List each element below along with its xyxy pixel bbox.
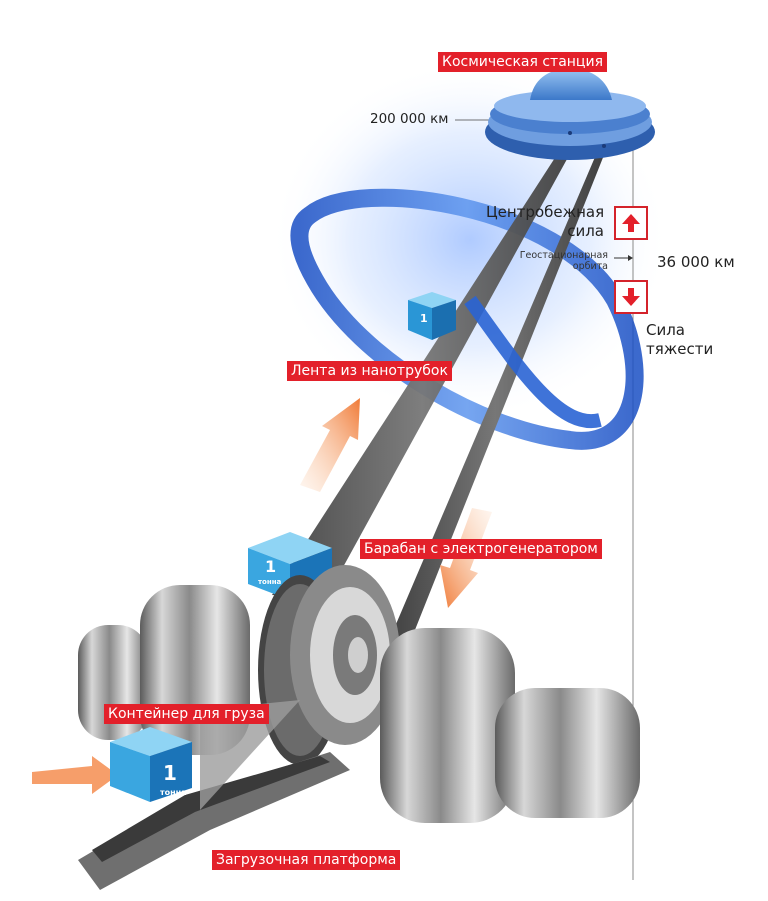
arrow-up-left (300, 398, 360, 492)
cube-bottom-number: 1 (163, 761, 177, 785)
arrow-load (32, 756, 118, 794)
label-gravity: Сила тяжести (646, 321, 714, 358)
space-station (485, 68, 655, 160)
generator-drum (258, 565, 400, 765)
geo-pointer-head (628, 255, 633, 261)
cube-bottom-unit: тонна (160, 788, 187, 797)
label-platform: Загрузочная платформа (212, 850, 401, 870)
geostationary-orbit-ring (290, 188, 644, 450)
label-station: Космическая станция (438, 52, 607, 72)
ribbon-strand-back (385, 150, 606, 655)
label-container: Контейнер для груза (104, 704, 269, 724)
arrow-up-icon (614, 206, 648, 240)
label-station-distance: 200 000 км (370, 111, 449, 127)
cargo-cube-upper: 1 (408, 292, 456, 340)
cargo-cube-middle: 1 тонна (248, 532, 332, 600)
label-centrifugal: Центробежная сила (486, 203, 605, 240)
cube-upper-number: 1 (420, 312, 428, 325)
cargo-cube-bottom: 1 тонна (110, 727, 192, 802)
loading-platform (78, 700, 350, 890)
orbit-ring-front (464, 295, 602, 429)
label-ribbon: Лента из нанотрубок (287, 361, 452, 381)
cube-middle-unit: тонна (258, 578, 282, 586)
label-geo-distance: 36 000 км (657, 253, 735, 271)
label-drum: Барабан с электрогенератором (360, 539, 602, 559)
label-geo-orbit: Геостационарная орбита (519, 250, 608, 272)
arrow-down-icon (614, 280, 648, 314)
drum-right (380, 628, 640, 823)
cube-middle-number: 1 (265, 557, 276, 576)
